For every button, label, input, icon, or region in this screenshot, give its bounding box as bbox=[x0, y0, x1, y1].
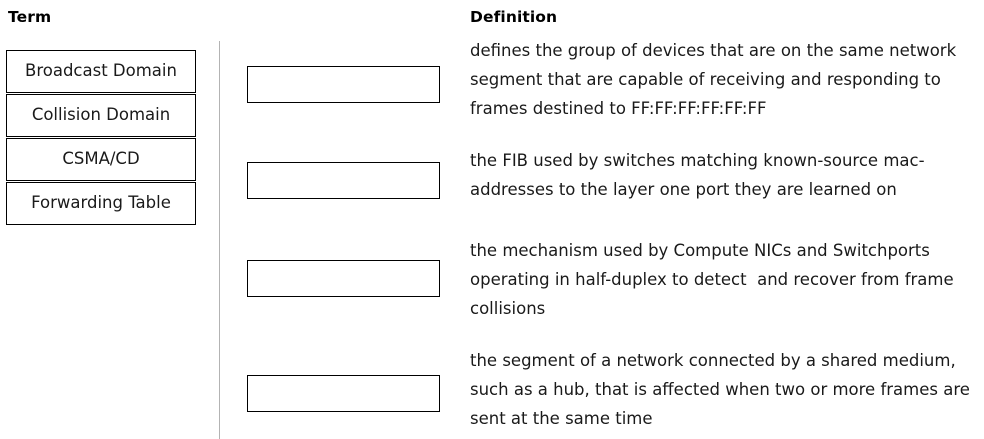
definition-text: the FIB used by switches matching known-… bbox=[470, 151, 925, 199]
definition-column-header: Definition bbox=[470, 8, 558, 26]
definition-text: defines the group of devices that are on… bbox=[470, 41, 962, 118]
drop-target-1[interactable] bbox=[247, 66, 440, 103]
term-list: Broadcast Domain Collision Domain CSMA/C… bbox=[6, 50, 196, 225]
term-tile-label: Collision Domain bbox=[31, 105, 171, 125]
term-tile-broadcast-domain[interactable]: Broadcast Domain bbox=[6, 50, 196, 93]
drop-target-2[interactable] bbox=[247, 162, 440, 199]
column-divider bbox=[219, 41, 220, 439]
term-tile-label: Broadcast Domain bbox=[25, 61, 177, 81]
term-tile-label: CSMA/CD bbox=[62, 149, 140, 169]
term-tile-collision-domain[interactable]: Collision Domain bbox=[6, 94, 196, 137]
drop-target-4[interactable] bbox=[247, 375, 440, 412]
definition-text: the mechanism used by Compute NICs and S… bbox=[470, 241, 959, 318]
definition-text: the segment of a network connected by a … bbox=[470, 351, 976, 428]
term-column-header: Term bbox=[8, 8, 52, 26]
term-tile-forwarding-table[interactable]: Forwarding Table bbox=[6, 182, 196, 225]
drop-target-3[interactable] bbox=[247, 260, 440, 297]
term-tile-csma-cd[interactable]: CSMA/CD bbox=[6, 138, 196, 181]
term-tile-label: Forwarding Table bbox=[31, 193, 171, 213]
